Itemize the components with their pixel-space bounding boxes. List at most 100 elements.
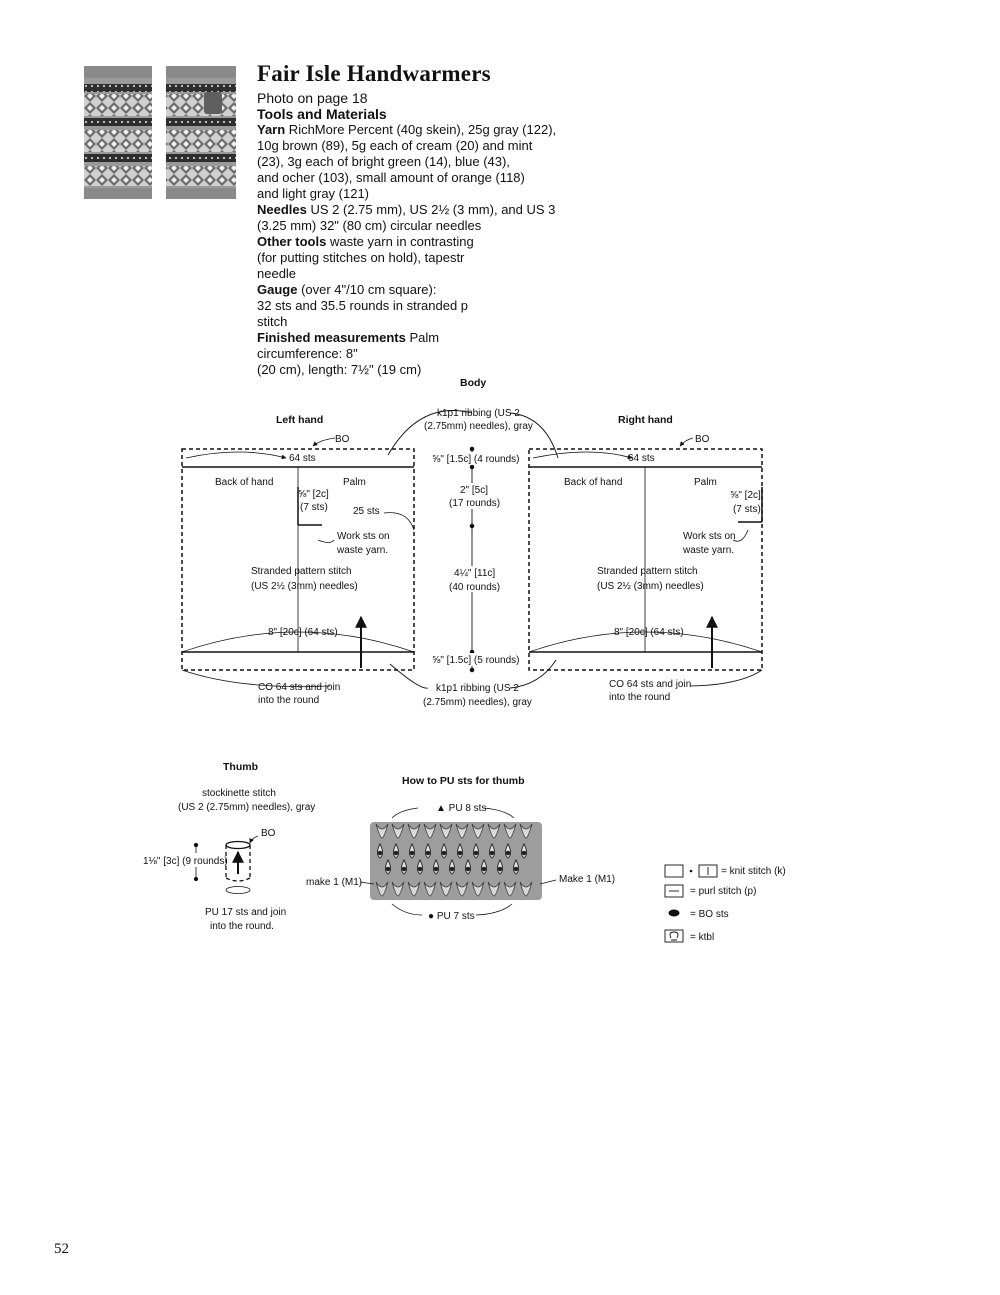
knit-bar-symbol (698, 864, 718, 878)
left-bo-arrow (312, 437, 336, 447)
pu-leaders (359, 807, 557, 916)
left-thumb-gap-1: ⅝" [2c] (298, 489, 329, 500)
finished-line-2: circumference: 8" (257, 346, 358, 361)
thumb-stitch-2: (US 2 (2.75mm) needles), gray (178, 802, 315, 813)
right-worksts-leader (732, 529, 749, 542)
right-circ-label: 8" [20c] (64 sts) (614, 627, 684, 638)
finished-line-3: (20 cm), length: 7½" (19 cm) (257, 362, 422, 377)
gauge-line-1: Gauge (over 4"/10 cm square): (257, 282, 437, 297)
left-circ-label: 8" [20c] (64 sts) (268, 627, 338, 638)
yarn-line-2: 10g brown (89), 5g each of cream (20) an… (257, 138, 533, 153)
thumb-bo-label: BO (261, 828, 276, 839)
measure-bottom: ⅝" [1.5c] (5 rounds) (432, 655, 519, 666)
top-rib-2: (2.75mm) needles), gray (424, 421, 533, 432)
right-bo-label: BO (695, 434, 710, 445)
tools-label: Other tools (257, 234, 327, 249)
measure-mid-2: (40 rounds) (449, 582, 500, 593)
bottom-rib-curve-right (509, 659, 557, 689)
ktbl-symbol (664, 929, 684, 943)
section-heading: Tools and Materials (257, 106, 387, 122)
thumb-pu-2: into the round. (210, 921, 274, 932)
left-hand-diagram (181, 437, 415, 688)
right-stranded-1: Stranded pattern stitch (597, 566, 698, 577)
thumb-stitch-1: stockinette stitch (202, 788, 276, 799)
tools-line-3: needle (257, 266, 297, 281)
left-64sts-arrow (185, 451, 287, 460)
needles-label: Needles (257, 202, 307, 217)
left-bo-label: BO (335, 434, 350, 445)
legend-ktbl: = ktbl (690, 932, 714, 943)
left-stranded-2: (US 2½ (3mm) needles) (251, 581, 358, 592)
body-title: Body (460, 377, 486, 389)
gauge-label: Gauge (257, 282, 298, 297)
pu-m1-left: make 1 (M1) (306, 877, 362, 888)
thumb-pu-1: PU 17 sts and join (205, 907, 286, 918)
stitch-legend (664, 864, 718, 943)
measure-top: ⅝" [1.5c] (4 rounds) (432, 454, 519, 465)
left-worksts-2: waste yarn. (336, 545, 388, 556)
tools-line-1: Other tools waste yarn in contrasting (257, 234, 474, 249)
left-thumb-gap-2: (7 sts) (300, 502, 328, 513)
right-worksts-2: waste yarn. (682, 545, 734, 556)
purl-symbol (664, 884, 684, 898)
left-co-curve (181, 669, 331, 688)
bottom-rib-2: (2.75mm) needles), gray (423, 697, 532, 708)
top-rib-curve-right (509, 412, 559, 459)
top-rib-1: k1p1 ribbing (US 2 (437, 408, 520, 419)
left-circ-curve (181, 631, 415, 653)
right-thumb-gap-2: (7 sts) (733, 504, 761, 515)
thumb-schematic (193, 835, 259, 894)
left-hand-outline (181, 448, 415, 671)
yarn-line-1: Yarn RichMore Percent (40g skein), 25g g… (257, 122, 557, 137)
right-palm-label: Palm (694, 477, 717, 488)
page-number: 52 (54, 1241, 69, 1257)
thumb-opening (204, 92, 222, 114)
right-back-of-hand: Back of hand (564, 477, 622, 488)
left-co-1: CO 64 sts and join (258, 682, 340, 693)
left-back-of-hand: Back of hand (215, 477, 273, 488)
thumb-length: 1⅛" [3c] (9 rounds) (143, 856, 228, 867)
left-handwarmer (84, 66, 152, 199)
pu-stitch-illustration (370, 822, 542, 900)
pu-title: How to PU sts for thumb (402, 775, 525, 787)
yarn-line-4: and ocher (103), small amount of orange … (257, 170, 525, 185)
left-worksts-leader (317, 539, 335, 543)
right-co-curve (689, 669, 763, 687)
left-worksts-1: Work sts on (337, 531, 390, 542)
right-64sts-arrow (532, 451, 633, 460)
materials-block: Photo on page 18 Tools and Materials Yar… (257, 90, 577, 378)
legend-knit: = knit stitch (k) (721, 866, 786, 877)
pu-bottom-label: ● PU 7 sts (428, 911, 475, 922)
bo-symbol (668, 909, 680, 917)
right-hand-label: Right hand (618, 414, 673, 426)
legend-bo: = BO sts (690, 909, 729, 920)
bottom-rib-1: k1p1 ribbing (US 2 (436, 683, 519, 694)
needles-line-1: Needles US 2 (2.75 mm), US 2½ (3 mm), an… (257, 202, 556, 217)
yarn-line-5: and light gray (121) (257, 186, 370, 201)
yarn-line-3: (23), 3g each of bright green (14), blue… (257, 154, 510, 169)
left-25sts-label: 25 sts (353, 506, 380, 517)
gauge-line-2: 32 sts and 35.5 rounds in stranded p (257, 298, 469, 313)
left-hand-label: Left hand (276, 414, 323, 426)
right-worksts-1: Work sts on (683, 531, 736, 542)
right-hand-diagram (528, 437, 763, 687)
pu-m1-right: Make 1 (M1) (559, 874, 615, 885)
left-palm-label: Palm (343, 477, 366, 488)
measure-2in-1: 2" [5c] (460, 485, 488, 496)
photo-reference: Photo on page 18 (257, 90, 368, 106)
pattern-title: Fair Isle Handwarmers (257, 61, 491, 86)
legend-purl: = purl stitch (p) (690, 886, 756, 897)
right-stranded-2: (US 2½ (3mm) needles) (597, 581, 704, 592)
right-co-1: CO 64 sts and join (609, 679, 691, 690)
right-64sts-label: 64 sts (628, 453, 655, 464)
right-co-2: into the round (609, 692, 670, 703)
right-circ-curve (528, 631, 763, 653)
finished-line-1: Finished measurements Palm (257, 330, 440, 345)
measure-mid-1: 4¼" [11c] (454, 567, 495, 579)
top-rib-curve-left (387, 410, 473, 456)
right-thumb-gap-1: ⅝" [2c] (730, 490, 761, 501)
bottom-rib-curve-left (389, 663, 429, 689)
tools-line-2: (for putting stitches on hold), tapestr (257, 250, 465, 265)
right-handwarmer (166, 66, 236, 199)
